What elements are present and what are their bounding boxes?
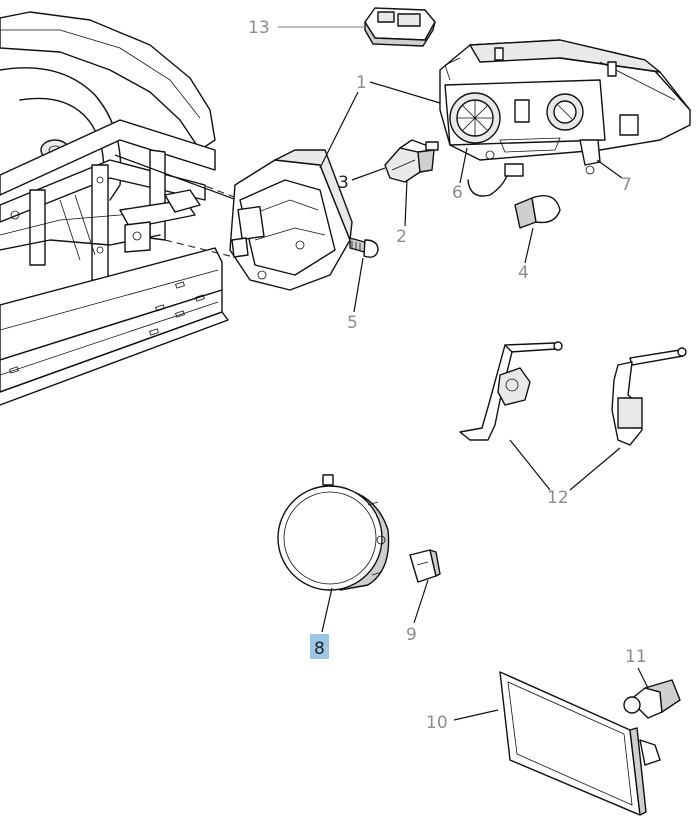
callout-8: 8	[314, 639, 325, 659]
callout-3: 3	[338, 173, 349, 193]
vehicle-front-structure	[0, 11, 229, 406]
mount-line-lower	[164, 239, 239, 259]
headlamp-assembly	[439, 39, 691, 175]
callout-8-highlight	[310, 634, 329, 659]
callout-1: 1	[356, 73, 367, 93]
callout-4: 4	[518, 263, 529, 283]
callout-11: 11	[625, 647, 647, 667]
callout-6: 6	[452, 183, 463, 203]
callout-5: 5	[347, 313, 358, 333]
callout-2: 2	[396, 227, 407, 247]
callout-7: 7	[621, 175, 632, 195]
callout-10: 10	[426, 713, 448, 733]
part-5-bolt	[349, 237, 379, 258]
callout-9: 9	[406, 625, 417, 645]
part-10-side-marker-lens	[499, 671, 661, 816]
part-12-leveling-sensors	[459, 341, 687, 446]
part-11-marker-bulb	[623, 679, 681, 719]
part-1-headlamp-module	[229, 149, 353, 291]
part-8-fog-lamp	[277, 474, 390, 591]
part-9-clip	[409, 549, 441, 583]
callout-labels: 13 1 3 2 4 5 6 7 12 8 9 11 10	[248, 18, 647, 733]
leader-lines	[278, 26, 649, 721]
part-13-control-module	[364, 7, 436, 47]
part-4-bulb	[467, 163, 561, 229]
part-2-3-bulb-socket	[384, 139, 439, 183]
callout-12: 12	[547, 488, 569, 508]
callout-13: 13	[248, 18, 270, 38]
